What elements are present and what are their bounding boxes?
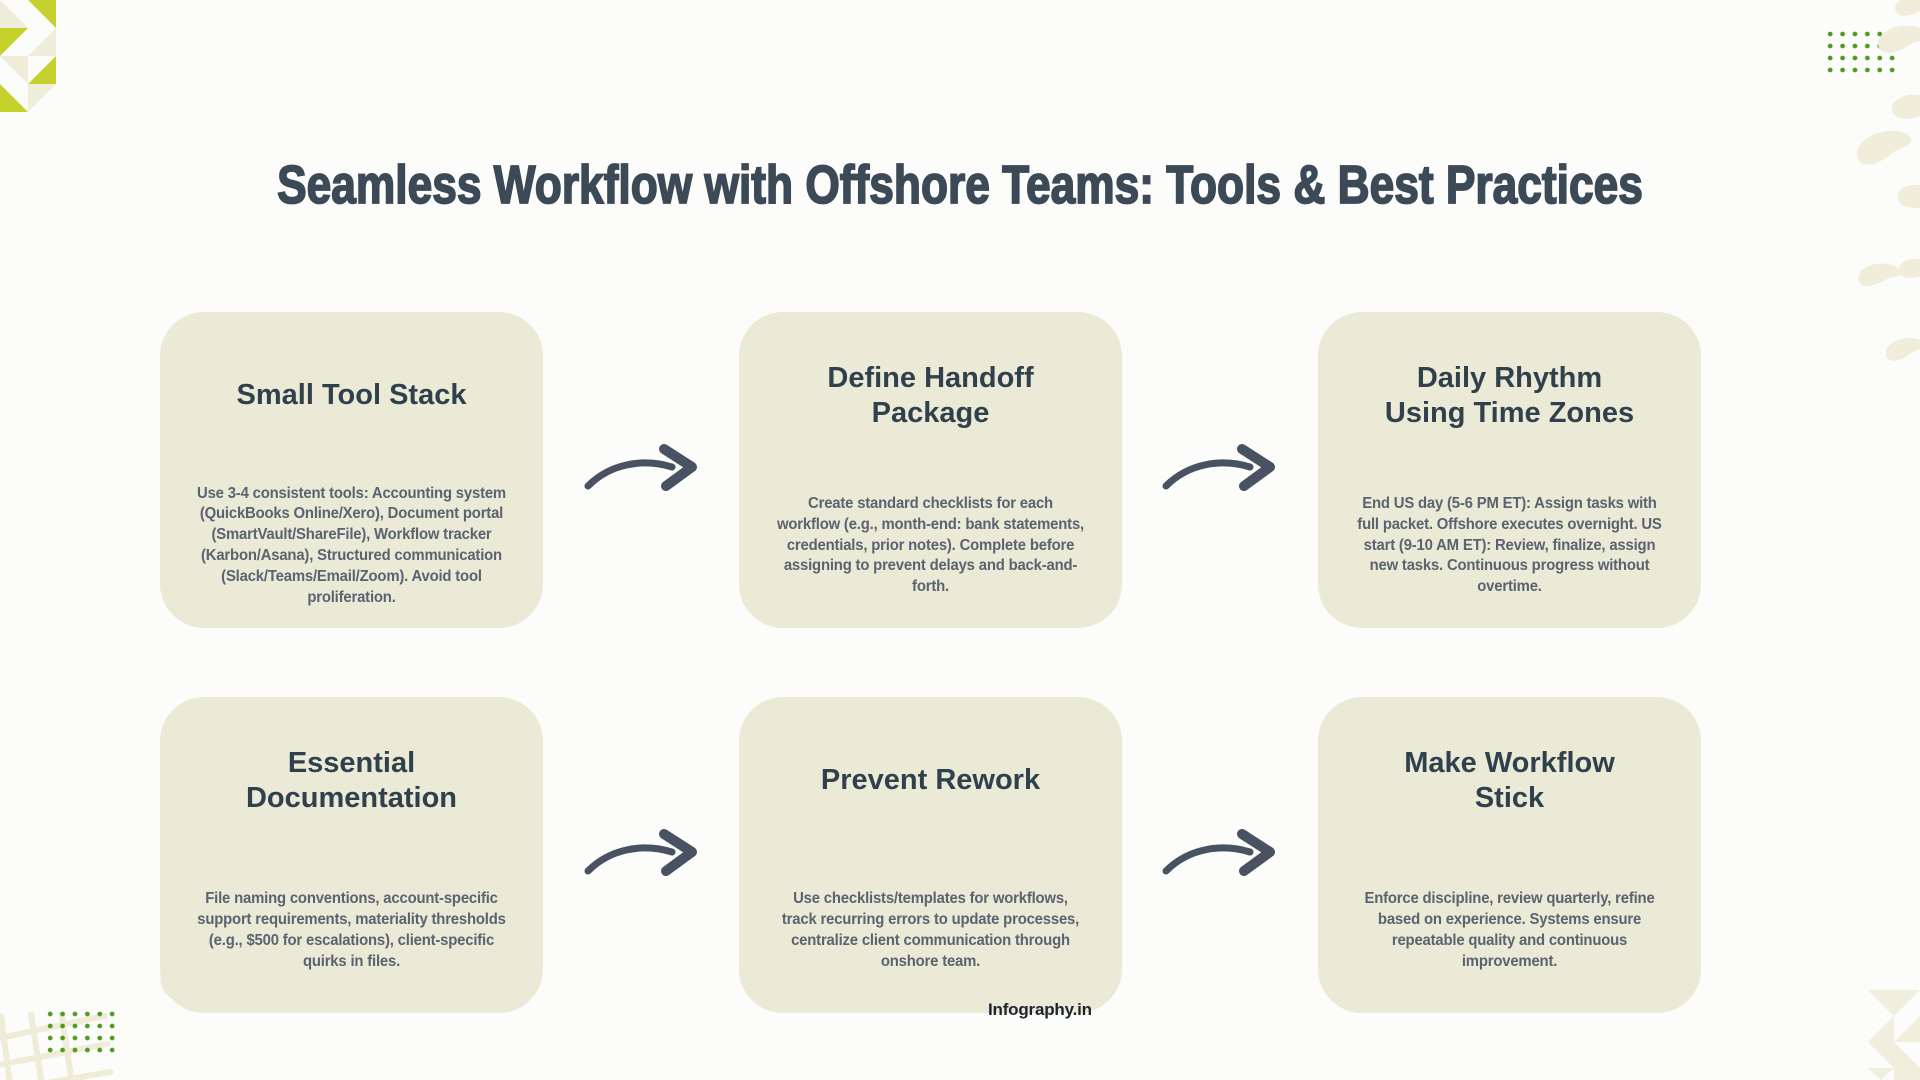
card-title: Make Workflow Stick	[1404, 746, 1615, 814]
card-body-text: Use checklists/templates for workflows, …	[781, 890, 1080, 970]
card-make-workflow-stick: Make Workflow Stick Enforce discipline, …	[1318, 697, 1701, 1013]
card-body-text: Use 3-4 consistent tools: Accounting sys…	[197, 484, 506, 606]
flow-arrow-icon	[1162, 444, 1275, 491]
card-daily-rhythm-time-zones: Daily Rhythm Using Time Zones End US day…	[1318, 312, 1701, 628]
flow-arrow-icon	[584, 829, 697, 876]
card-title: Define Handoff Package	[827, 361, 1034, 429]
card-title: Essential Documentation	[245, 746, 458, 814]
card-prevent-rework: Prevent Rework Use checklists/templates …	[739, 697, 1122, 1013]
card-title: Small Tool Stack	[236, 379, 467, 412]
flow-arrow-icon	[1162, 829, 1275, 876]
card-title: Daily Rhythm Using Time Zones	[1384, 361, 1635, 429]
cream-blobs-right-edge-icon	[1852, 0, 1920, 363]
card-small-tool-stack: Small Tool Stack Use 3-4 consistent tool…	[160, 312, 543, 628]
page-title: Seamless Workflow with Offshore Teams: T…	[276, 154, 1643, 216]
dot-grid-bottom-left-icon	[42, 1006, 117, 1054]
card-title: Prevent Rework	[820, 764, 1041, 797]
card-essential-documentation: Essential Documentation File naming conv…	[160, 697, 543, 1013]
triangle-pinwheel-top-left-icon	[0, 0, 56, 112]
flow-arrow-icon	[584, 444, 697, 491]
card-body-text: File naming conventions, account-specifi…	[197, 890, 506, 970]
card-body-text: Create standard checklists for each work…	[776, 495, 1084, 596]
card-body-text: Enforce discipline, review quarterly, re…	[1364, 890, 1655, 970]
card-define-handoff-package: Define Handoff Package Create standard c…	[739, 312, 1122, 628]
card-body-text: End US day (5-6 PM ET): Assign tasks wit…	[1357, 495, 1662, 596]
watermark: Infography.in	[988, 1000, 1092, 1019]
triangle-pinwheel-bottom-right-icon	[1868, 990, 1920, 1080]
